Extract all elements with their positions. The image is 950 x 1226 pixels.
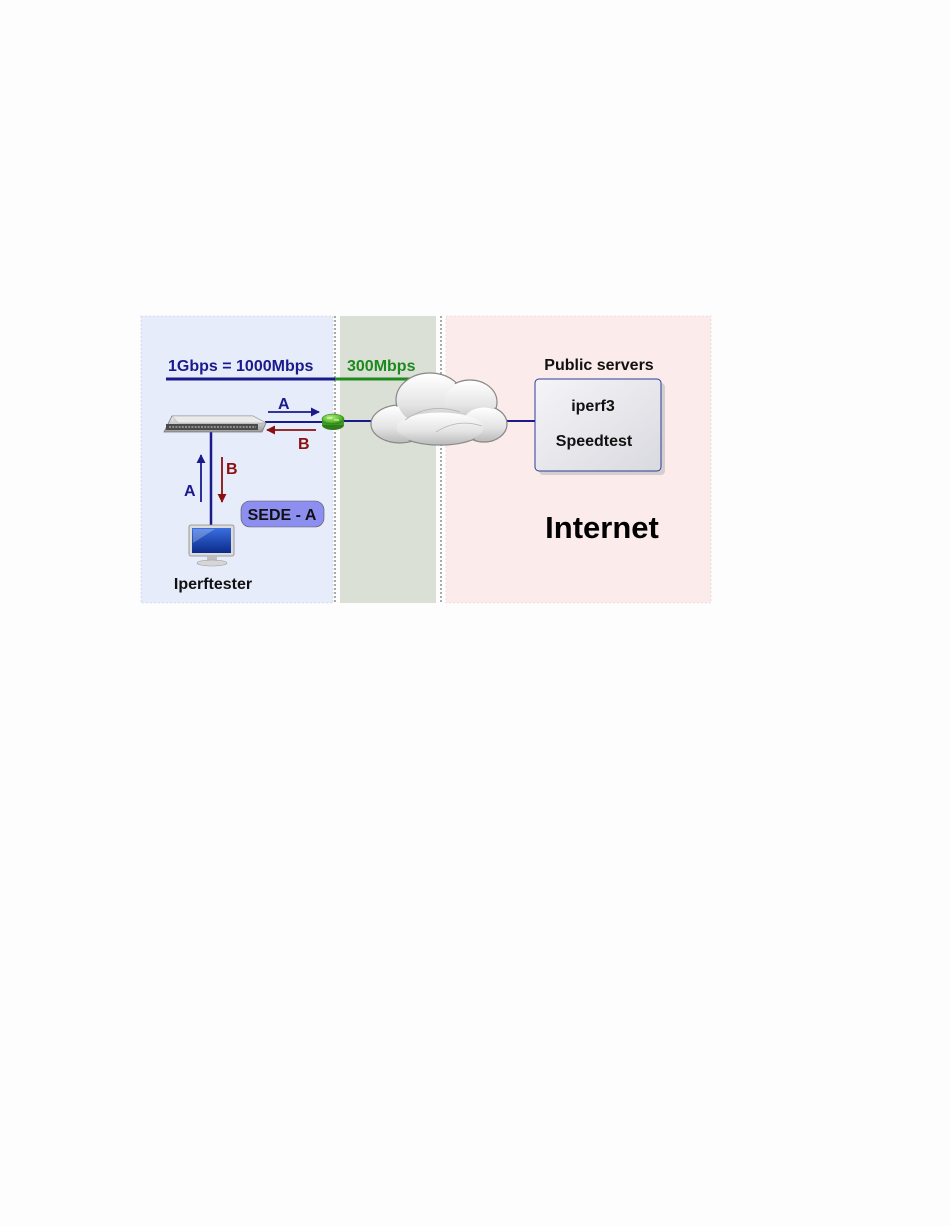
lan-speed-label: 1Gbps = 1000Mbps [168, 358, 313, 375]
internet-label: Internet [545, 510, 659, 545]
wan-zone [340, 316, 436, 603]
site-label: SEDE - A [248, 507, 317, 524]
public-servers-box [534, 378, 665, 475]
server-speedtest: Speedtest [556, 433, 633, 450]
public-servers-title: Public servers [544, 357, 654, 374]
flow-label-b-vertical: B [226, 461, 238, 478]
tester-label: Iperftester [174, 576, 252, 593]
flow-label-b-horizontal: B [298, 436, 310, 453]
flow-label-a-vertical: A [184, 483, 196, 500]
network-switch-icon [163, 415, 267, 433]
wan-speed-label: 300Mbps [347, 358, 416, 375]
server-iperf3: iperf3 [571, 398, 615, 415]
site-badge [240, 500, 325, 528]
monitor-icon [188, 524, 235, 567]
flow-label-a-horizontal: A [278, 396, 290, 413]
lan-zone [140, 315, 334, 604]
cloud-icon [370, 372, 508, 446]
router-icon [321, 413, 345, 430]
